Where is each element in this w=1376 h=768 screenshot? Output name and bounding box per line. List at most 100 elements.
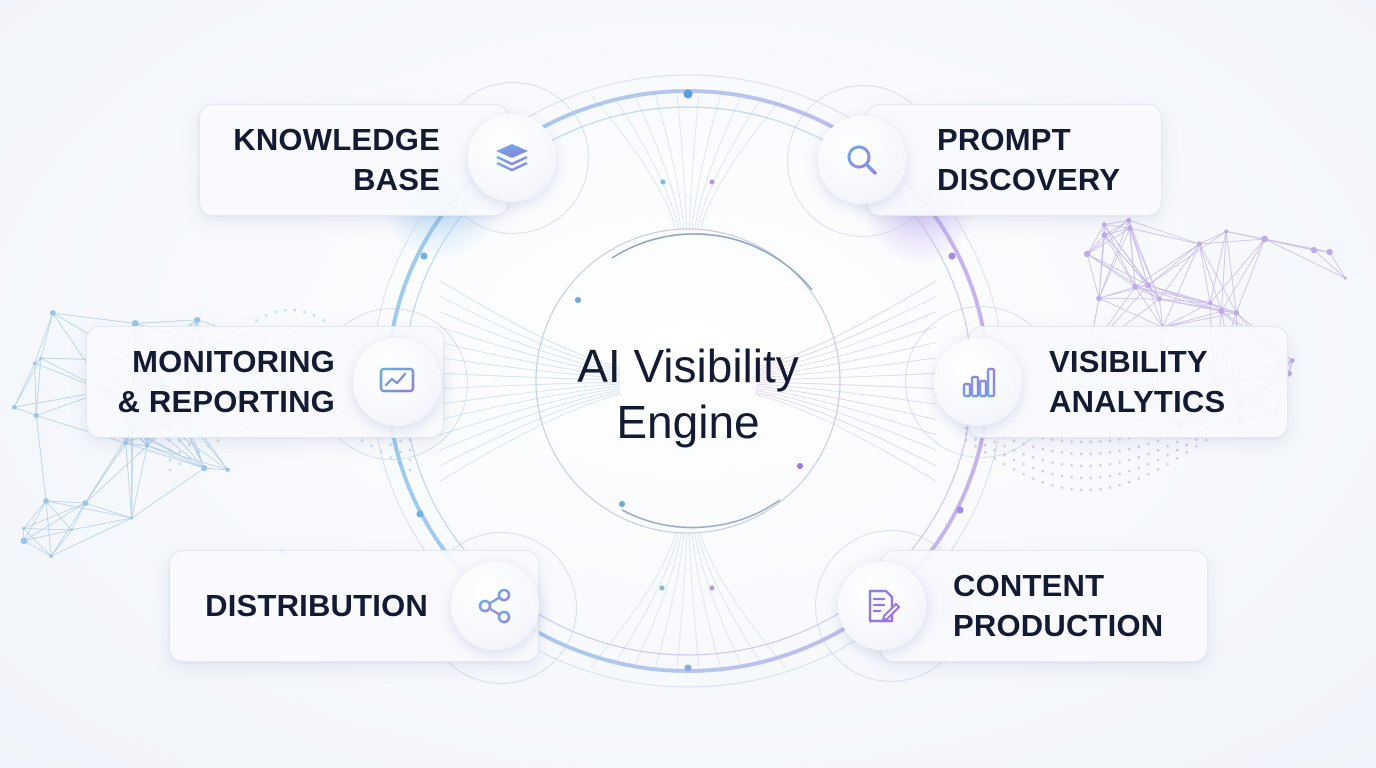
particle-dot	[178, 439, 181, 443]
particle-dot	[1108, 439, 1112, 443]
particle-dot	[255, 319, 258, 322]
node-label: DISTRIBUTION	[205, 551, 428, 661]
fiber-line	[633, 531, 682, 668]
network-link	[23, 502, 86, 529]
monitor-chart-icon[interactable]	[353, 338, 441, 426]
particle-dot	[1003, 453, 1006, 457]
particle-dot	[283, 308, 287, 312]
label-line: DISTRIBUTION	[205, 588, 428, 623]
particle-dot	[1137, 466, 1141, 470]
network-link	[146, 445, 205, 469]
network-link	[34, 312, 54, 364]
particle-dot	[983, 443, 987, 447]
network-link	[1104, 219, 1129, 226]
particle-dot	[983, 451, 987, 454]
fiber-line	[755, 387, 937, 436]
particle-dot	[1041, 447, 1045, 451]
network-link	[71, 517, 132, 531]
particle-dot	[408, 448, 412, 452]
network-link	[1147, 285, 1164, 328]
network-node	[12, 404, 17, 410]
fiber-line	[676, 531, 688, 668]
particle-dot	[1031, 445, 1035, 448]
particle-dot	[1156, 458, 1160, 462]
network-node	[1218, 308, 1225, 315]
particle-dot	[1175, 440, 1179, 444]
network-link	[1098, 220, 1130, 299]
layers-icon[interactable]	[468, 114, 556, 202]
particle-dot	[1070, 452, 1073, 455]
fiber-line	[697, 94, 764, 231]
node-label: CONTENT PRODUCTION	[953, 551, 1163, 661]
network-link	[1162, 310, 1222, 328]
particle-dot	[1118, 438, 1121, 441]
document-edit-icon	[868, 589, 901, 623]
fiber-line	[655, 94, 685, 231]
network-link	[1098, 228, 1131, 299]
node-knowledge-base[interactable]: KNOWLEDGE BASE	[199, 104, 509, 216]
center-title-line: Engine	[616, 396, 760, 448]
network-link	[1264, 238, 1346, 279]
ring-dot	[683, 89, 693, 99]
particle-dot	[1099, 452, 1102, 455]
particle-dot	[187, 443, 191, 446]
node-content-production[interactable]: CONTENT PRODUCTION	[880, 550, 1208, 662]
particle-dot	[1012, 449, 1016, 452]
label-line: DISCOVERY	[937, 162, 1121, 197]
particle-dot	[1099, 475, 1102, 479]
network-link	[1147, 231, 1227, 286]
particle-dot	[1156, 468, 1160, 471]
particle-dot	[216, 439, 220, 442]
network-link	[1128, 220, 1149, 286]
particle-dot	[1022, 452, 1025, 456]
fiber-line	[612, 531, 679, 668]
particle-dot	[1118, 472, 1121, 476]
fiber-line	[755, 381, 937, 390]
particle-dot	[1127, 458, 1131, 462]
particle-dot	[408, 468, 412, 472]
fiber-line	[633, 94, 682, 231]
document-edit-icon[interactable]	[838, 562, 926, 650]
center-title: AI Visibility Engine	[488, 338, 888, 450]
bar-chart-icon[interactable]	[934, 338, 1022, 426]
particle-dot	[1003, 462, 1006, 466]
network-node	[1084, 250, 1091, 258]
particle-dot	[1147, 442, 1150, 446]
inner-ring	[535, 228, 841, 534]
share-icon[interactable]	[451, 562, 539, 650]
label-line: VISIBILITY	[1049, 344, 1208, 379]
network-link	[23, 540, 52, 557]
network-node	[70, 528, 73, 532]
node-prompt-discovery[interactable]: PROMPT DISCOVERY	[866, 104, 1162, 216]
network-link	[85, 445, 148, 504]
network-node	[32, 361, 37, 366]
particle-dot	[1185, 443, 1189, 447]
network-node	[1310, 246, 1318, 254]
fiber-line	[688, 94, 700, 231]
particle-dot	[1070, 487, 1073, 491]
particle-dot	[1060, 439, 1064, 443]
network-link	[50, 529, 72, 557]
network-node	[50, 310, 56, 316]
particle-dot	[187, 456, 191, 459]
network-node	[1289, 358, 1295, 364]
network-link	[1199, 238, 1265, 245]
node-label: KNOWLEDGE BASE	[233, 105, 440, 215]
search-icon[interactable]	[818, 116, 906, 204]
label-line: ANALYTICS	[1049, 384, 1226, 419]
ring-dot	[797, 463, 803, 469]
ring-dot	[420, 252, 428, 260]
network-link	[50, 517, 132, 557]
network-link	[23, 500, 47, 529]
network-node	[225, 467, 230, 472]
particle-dot	[1108, 451, 1112, 454]
particle-dot	[1051, 438, 1054, 441]
network-node	[130, 516, 134, 520]
network-link	[1086, 253, 1100, 299]
particle-dot	[389, 443, 393, 446]
particle-dot	[1137, 455, 1141, 459]
network-link	[1199, 231, 1227, 245]
fiber-line	[590, 531, 677, 668]
network-link	[125, 442, 148, 447]
particle-dot	[264, 314, 268, 317]
